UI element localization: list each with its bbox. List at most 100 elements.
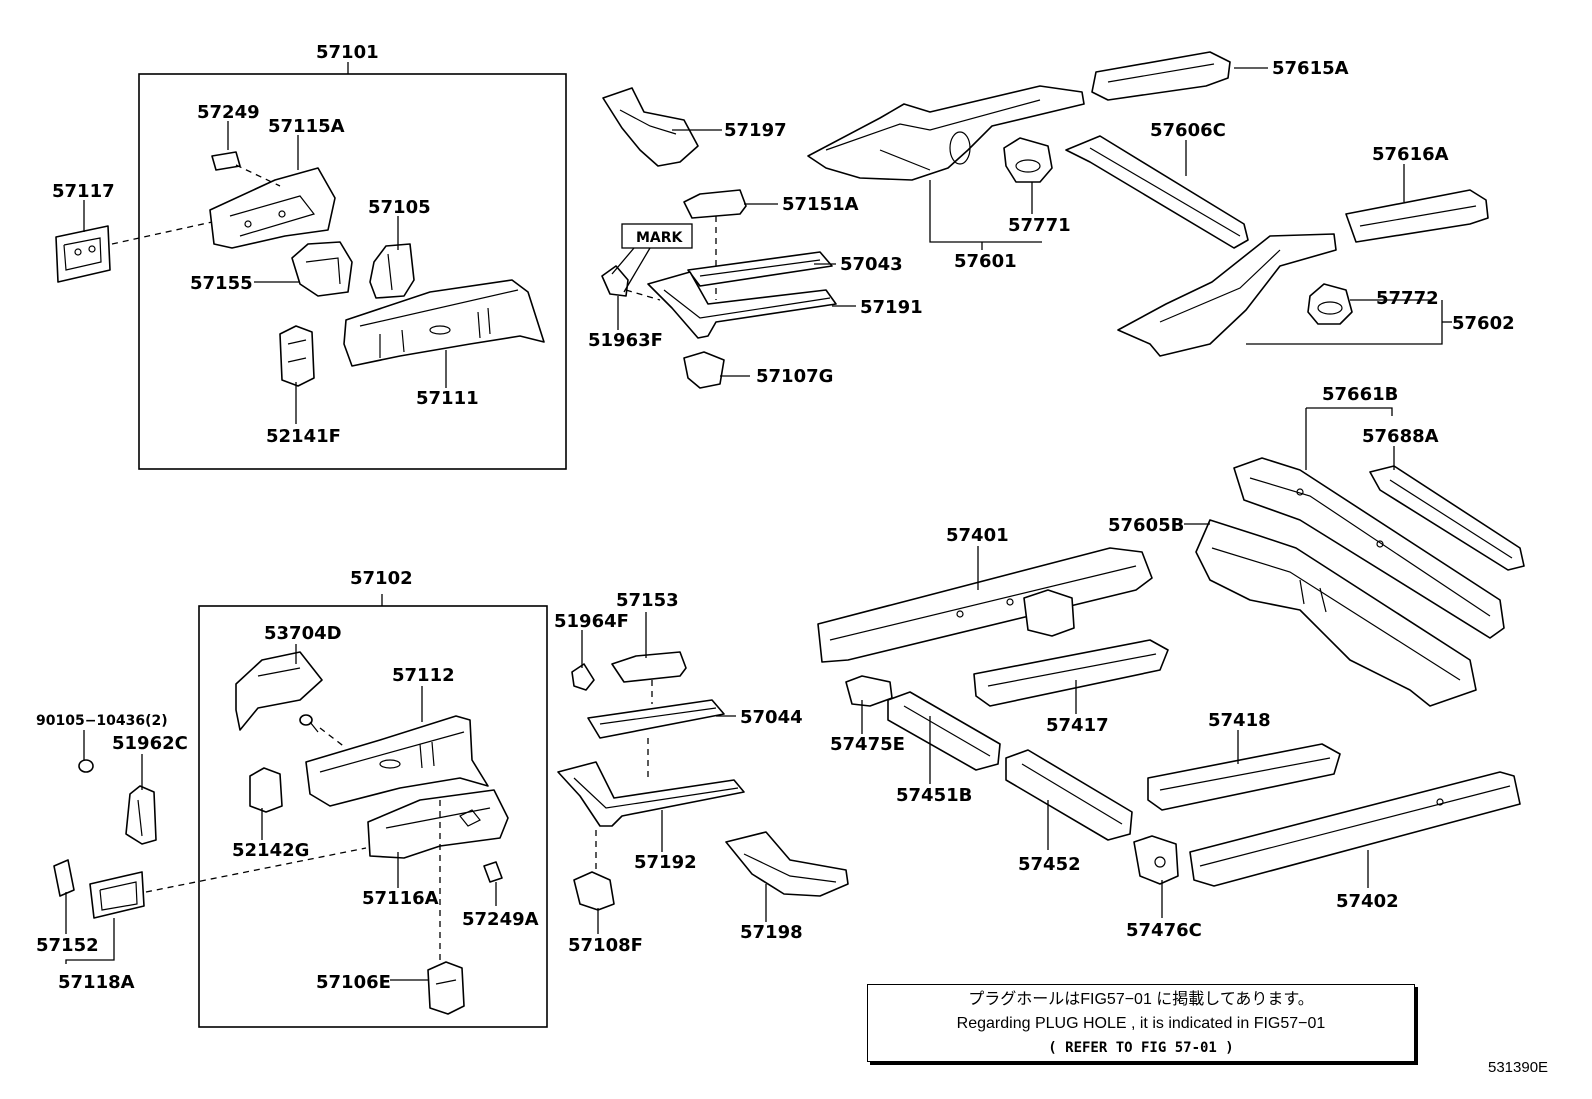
label-57615A: 57615A [1272,58,1349,79]
note-line-japanese: プラグホールはFIG57−01 に掲載してあります。 [968,991,1314,1008]
part-57115A [209,167,336,249]
part-57475E [845,675,893,707]
label-57106E: 57106E [316,972,391,993]
part-57153 [611,651,687,683]
label-52141F: 52141F [266,426,341,447]
label-57402: 57402 [1336,891,1399,912]
group-box-57101 [138,73,567,470]
part-57401 [817,547,1153,663]
label-57688A: 57688A [1362,426,1439,447]
label-57108F: 57108F [568,935,643,956]
label-90105-10436: 90105−10436(2) [36,713,168,729]
part-57198 [725,831,849,897]
part-57615A [1091,51,1231,101]
figure-id: 531390E [1488,1059,1549,1076]
label-57476C: 57476C [1126,920,1202,941]
label-57772: 57772 [1376,288,1439,309]
label-mark: MARK [636,230,684,246]
label-57475E: 57475E [830,734,905,755]
label-57197: 57197 [724,120,787,141]
part-51962C [125,785,157,845]
label-57152: 57152 [36,935,99,956]
part-57155 [291,241,353,297]
part-57402 [1189,771,1521,887]
label-57452: 57452 [1018,854,1081,875]
plug-hole-note: プラグホールはFIG57−01 に掲載してあります。 Regarding PLU… [867,984,1415,1062]
label-57112: 57112 [392,665,455,686]
label-57401: 57401 [946,525,1009,546]
part-57771 [1003,137,1053,183]
group-box-57102 [198,605,548,1028]
part-57602 [1117,233,1337,357]
leader-lines [65,67,1452,981]
part-90105-10436 [78,759,94,773]
label-57605B: 57605B [1108,515,1184,536]
label-57105: 57105 [368,197,431,218]
part-57151A [683,189,747,219]
label-57115A: 57115A [268,116,345,137]
label-57249: 57249 [197,102,260,123]
label-57191: 57191 [860,297,923,318]
part-57772 [1307,283,1353,325]
label-57192: 57192 [634,852,697,873]
part-57108F [573,871,615,911]
part-57191 [647,271,837,339]
part-57107G [683,351,725,389]
part-57401-bracket [1023,589,1075,637]
part-57043 [687,251,833,287]
part-57605B [1195,519,1477,707]
label-51963F: 51963F [588,330,663,351]
label-57044: 57044 [740,707,803,728]
label-57117: 57117 [52,181,115,202]
part-57117 [55,225,111,283]
part-57192 [557,761,745,827]
label-57661B: 57661B [1322,384,1398,405]
label-57601: 57601 [954,251,1017,272]
label-57107G: 57107G [756,366,833,387]
part-57111 [343,279,545,367]
label-57451B: 57451B [896,785,972,806]
part-57249A [483,861,503,883]
part-57118A [89,871,145,919]
label-57602: 57602 [1452,313,1515,334]
part-57112 [305,715,489,807]
part-57105 [369,243,415,299]
label-52142G: 52142G [232,840,309,861]
part-57106E [427,961,465,1015]
label-51962C: 51962C [112,733,188,754]
label-57418: 57418 [1208,710,1271,731]
part-57197 [602,87,699,167]
part-bolt [299,714,319,733]
part-53704D [235,651,323,731]
part-57044 [587,699,725,739]
label-57043: 57043 [840,254,903,275]
dashed-lines [111,164,717,964]
label-57417: 57417 [1046,715,1109,736]
label-57249A: 57249A [462,909,539,930]
part-57661B [1233,457,1505,639]
part-52142G [249,767,283,813]
mark-box [621,223,693,249]
part-57418 [1147,743,1341,811]
part-57152 [53,859,75,897]
label-57151A: 57151A [782,194,859,215]
label-57153: 57153 [616,590,679,611]
part-57616A [1345,189,1489,243]
part-57601 [807,85,1085,181]
label-51964F: 51964F [554,611,629,632]
part-57116A [367,789,509,859]
part-52141F [279,325,315,387]
label-57116A: 57116A [362,888,439,909]
part-51964F [571,663,595,691]
label-57155: 57155 [190,273,253,294]
label-57111: 57111 [416,388,479,409]
part-57249 [211,151,241,171]
label-53704D: 53704D [264,623,342,644]
part-57476C [1133,835,1179,885]
label-57101: 57101 [316,42,379,63]
part-57451B [887,691,1001,771]
label-57771: 57771 [1008,215,1071,236]
label-57616A: 57616A [1372,144,1449,165]
label-57198: 57198 [740,922,803,943]
